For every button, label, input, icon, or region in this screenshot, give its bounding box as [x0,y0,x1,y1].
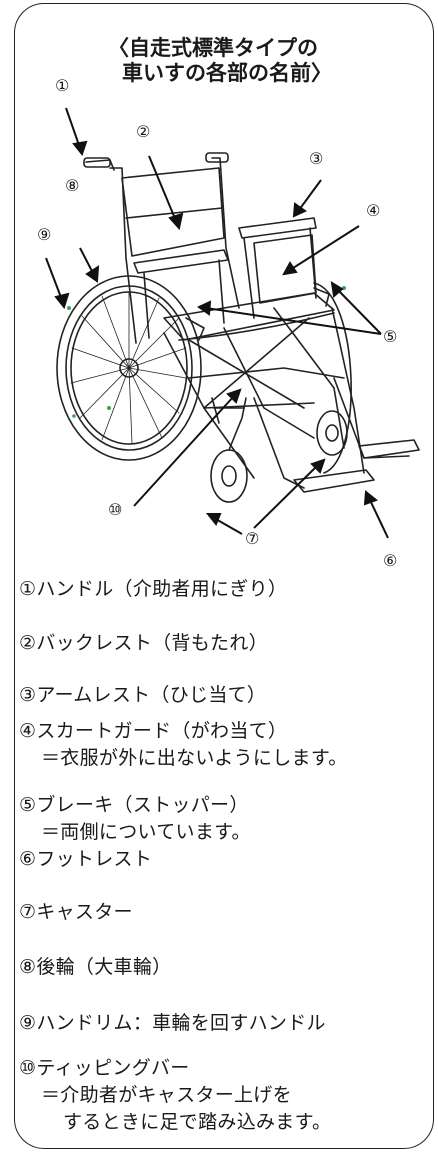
legend-item-10: ⑩ティッピングバー ＝介助者がキャスター上げを するときに足で踏み込みます。 [19,1055,331,1136]
legend-item-5-label: ⑤ブレーキ（ストッパー） [19,794,249,816]
legend-item-1: ①ハンドル（介助者用にぎり） [19,576,287,603]
legend-item-8-label: ⑧後輪（大車輪） [19,956,172,978]
wheelchair-diagram [45,107,420,539]
legend-item-2: ②バックレスト（背もたれ） [19,630,268,657]
legend-item-6-label: ⑥フットレスト [19,848,153,870]
callout-3: ③ [309,149,324,168]
legend-item-9: ⑨ハンドリム：車輪を回すハンドル [19,1010,326,1037]
legend-item-8: ⑧後輪（大車輪） [19,954,171,981]
legend-item-3-label: ③アームレスト（ひじ当て） [19,684,267,706]
info-card [14,3,434,1149]
legend-item-7: ⑦キャスター [19,899,133,926]
legend-item-10-note-2: するときに足で踏み込みます。 [63,1111,332,1133]
callout-8: ⑧ [65,176,80,195]
legend-item-4-note: ＝衣服が外に出ないようにします。 [41,747,348,769]
callout-6: ⑥ [383,551,398,570]
legend-item-4-label: ④スカートガード（がわ当て） [19,720,288,742]
legend-item-7-label: ⑦キャスター [19,901,133,923]
legend-item-6: ⑥フットレスト [19,846,152,873]
legend-item-2-label: ②バックレスト（背もたれ） [19,632,268,654]
legend-item-1-label: ①ハンドル（介助者用にぎり） [19,578,288,600]
callout-4: ④ [366,201,381,220]
callout-7: ⑦ [245,529,260,548]
title-line-1: 〈自走式標準タイプの [108,36,318,60]
callout-2: ② [136,122,151,141]
callout-10: ⑩ [108,500,123,519]
rear-wheel [56,275,202,461]
legend-item-5-note: ＝両側についています。 [41,821,251,843]
legend-item-9-label: ⑨ハンドリム：車輪を回すハンドル [19,1012,326,1034]
callout-5: ⑤ [383,327,398,346]
callout-1: ① [55,76,70,95]
legend-item-5: ⑤ブレーキ（ストッパー） ＝両側についています。 [19,792,251,846]
legend-item-4: ④スカートガード（がわ当て） ＝衣服が外に出ないようにします。 [19,718,348,772]
legend-item-3: ③アームレスト（ひじ当て） [19,682,266,709]
legend-item-10-note: ＝介助者がキャスター上げを [41,1084,292,1106]
title-line-2: 車いすの各部の名前〉 [122,61,332,85]
callout-9: ⑨ [37,225,52,244]
legend-item-10-label: ⑩ティッピングバー [19,1057,190,1079]
